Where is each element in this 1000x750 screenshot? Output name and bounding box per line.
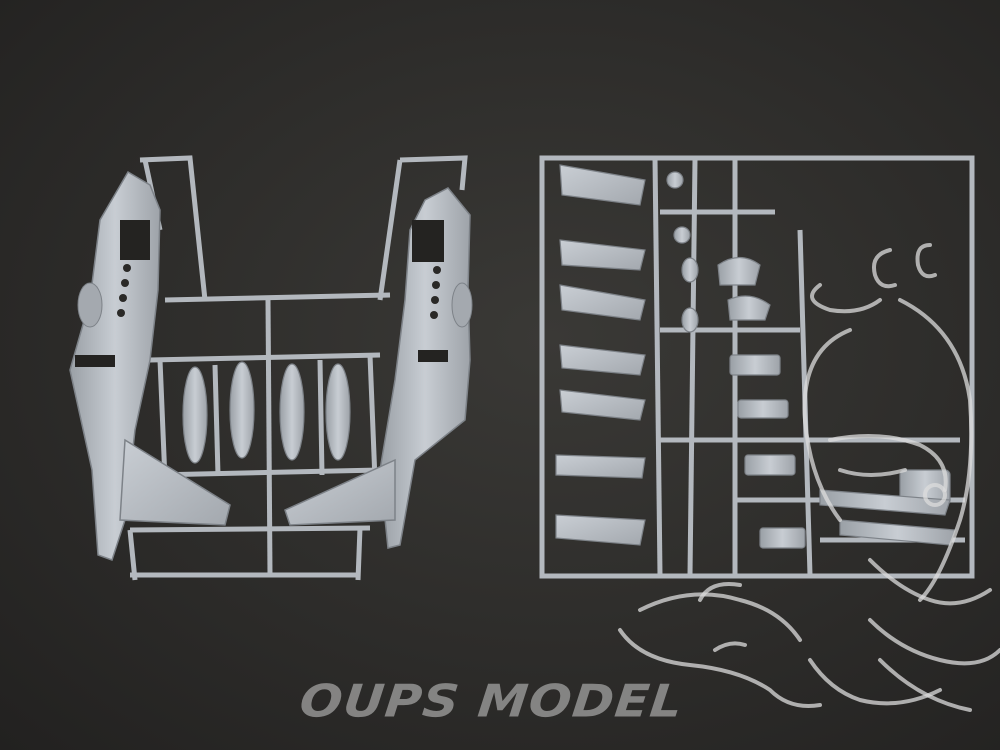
drop-tanks: [182, 361, 351, 464]
watermark-text: OUPS MODEL: [297, 674, 686, 728]
left-sprue: [127, 155, 468, 581]
fuselage-half-right: [284, 187, 473, 549]
fuselage-half-left: [69, 170, 231, 561]
small-parts: [666, 171, 956, 549]
mascot-watermark: [618, 243, 1000, 712]
wing-parts: [555, 164, 646, 546]
